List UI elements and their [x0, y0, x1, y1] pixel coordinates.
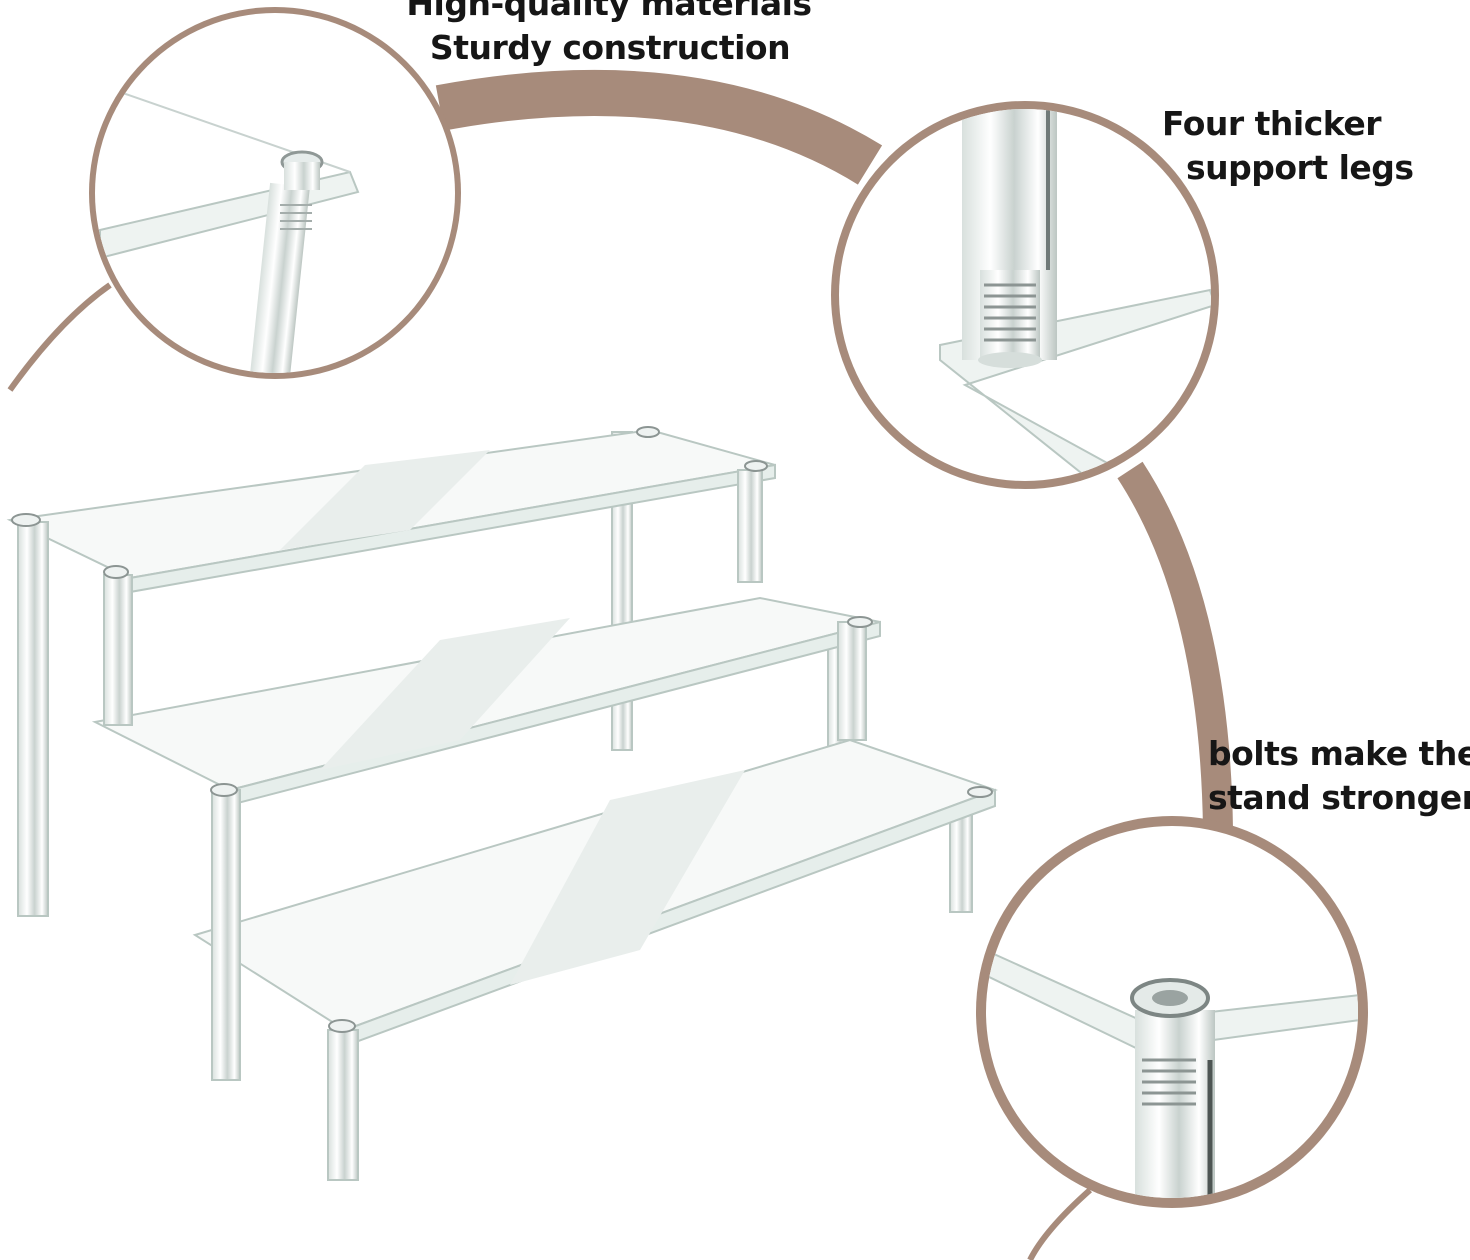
- threaded-bolt-closeup-icon: [976, 816, 1368, 1208]
- legs-caption-line2: support legs: [1186, 148, 1414, 187]
- materials-caption-line2: Sturdy construction: [429, 28, 791, 67]
- materials-caption: High-quality materials Sturdy constructi…: [390, 0, 830, 70]
- bolts-caption: bolts make the stand stronger: [1208, 732, 1470, 820]
- bolts-caption-line1: bolts make the: [1208, 734, 1470, 773]
- legs-caption-line1: Four thicker: [1162, 104, 1381, 143]
- corner-bolt-closeup-icon: [89, 7, 461, 379]
- three-tier-acrylic-riser-icon: [6, 426, 998, 1181]
- legs-caption: Four thicker support legs: [1162, 102, 1414, 190]
- materials-caption-line1: High-quality materials: [406, 0, 812, 23]
- support-leg-closeup-icon: [831, 101, 1219, 489]
- bolts-caption-line2: stand stronger: [1208, 778, 1470, 817]
- decorative-arc: [7, 69, 1233, 1260]
